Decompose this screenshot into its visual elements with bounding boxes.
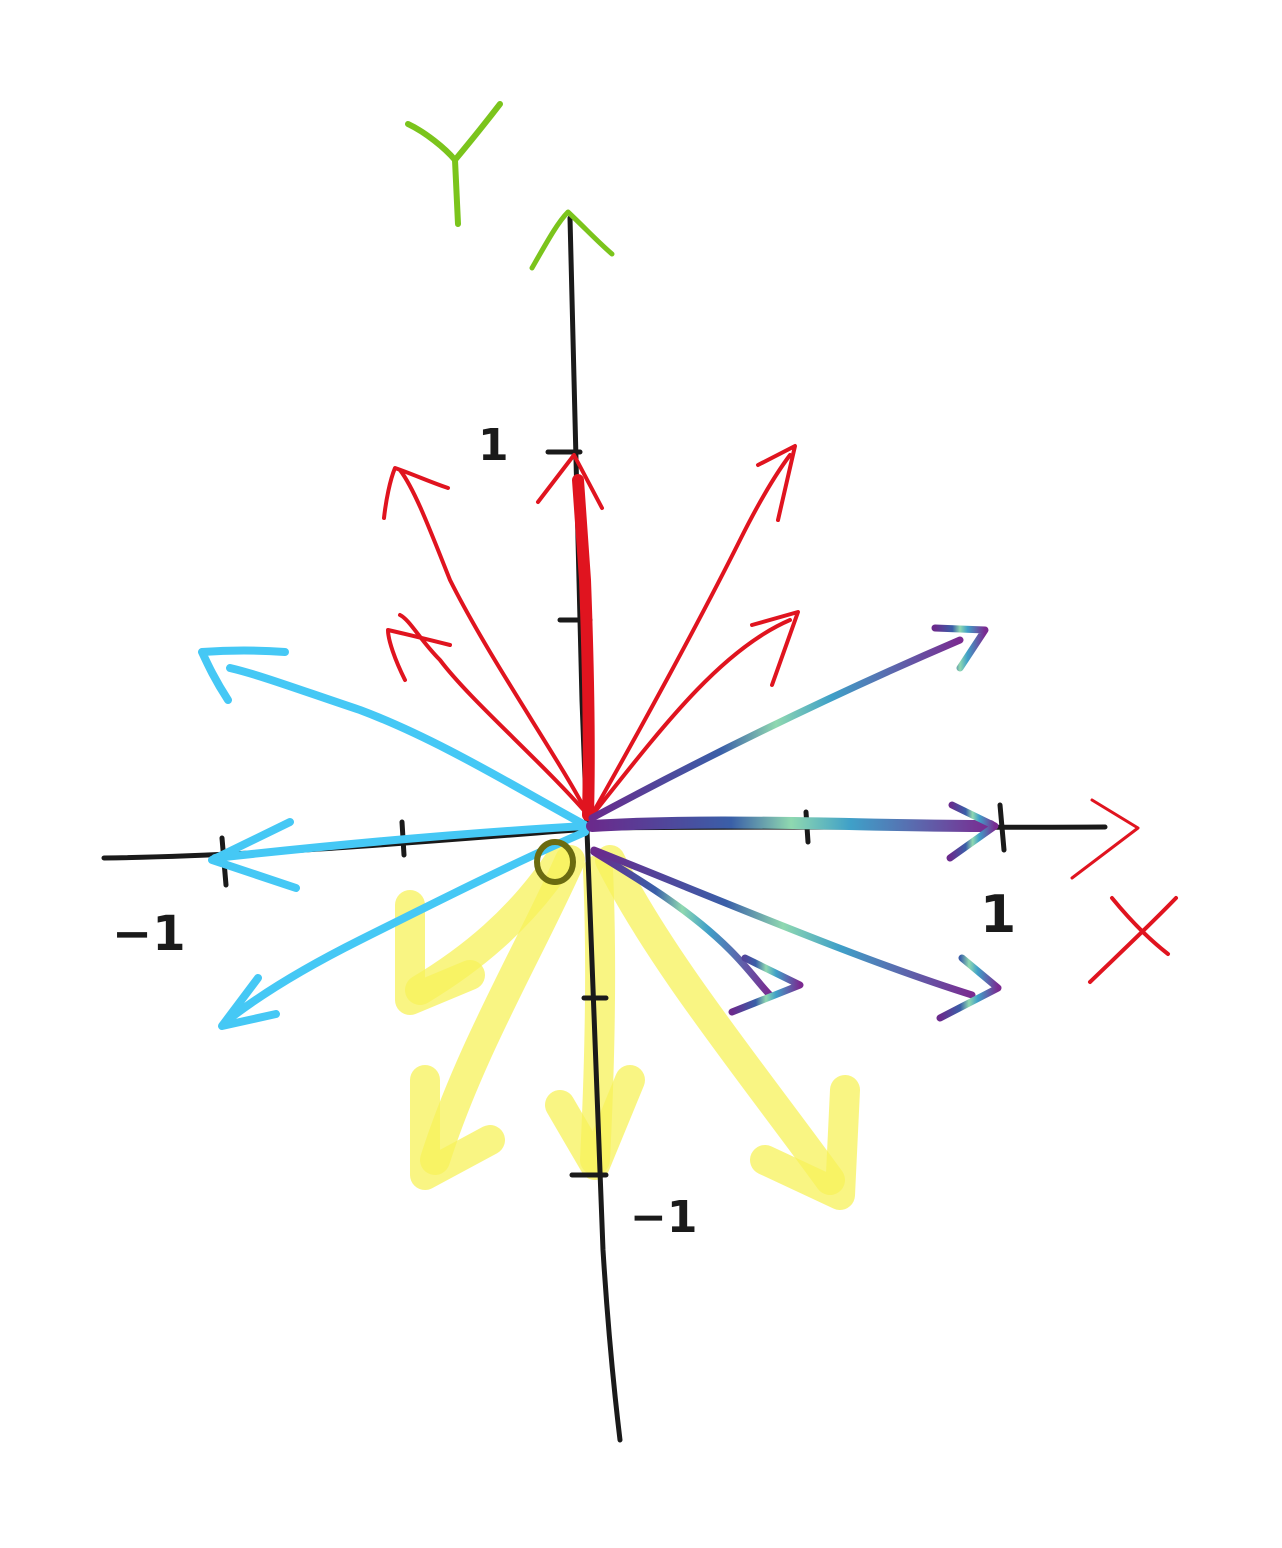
right-vector-2 — [586, 816, 996, 832]
lower-vectors — [395, 845, 860, 1210]
right-vector-3 — [590, 848, 774, 999]
right-vectors — [586, 624, 1002, 1022]
right-vector-3-head — [728, 954, 804, 1016]
origin-mark — [534, 839, 576, 885]
upper-vector-5 — [588, 453, 792, 820]
upper-vector-4 — [588, 618, 792, 820]
right-vector-2-head — [946, 801, 999, 862]
tick-label-y-neg: −1 — [630, 1192, 697, 1243]
left-vector-2-head — [208, 818, 300, 892]
upper-vector-4-head — [750, 610, 800, 687]
left-vector-1-head — [198, 646, 289, 704]
tick-label-y-pos: 1 — [478, 420, 509, 471]
y-axis-arrow-head — [529, 209, 615, 271]
x-axis-label-glyph — [1088, 896, 1178, 984]
upper-vector-1-head — [386, 628, 452, 682]
left-vector-1 — [226, 664, 589, 829]
tick-label-x-pos: 1 — [980, 885, 1016, 945]
upper-vector-3-head — [536, 453, 604, 510]
y-axis — [567, 215, 623, 1443]
upper-vector-5-head — [756, 444, 797, 522]
lower-vector-3-head — [545, 1065, 645, 1180]
right-vector-1 — [588, 636, 964, 822]
left-vector-3 — [224, 828, 589, 1024]
upper-vector-2-head — [382, 466, 450, 520]
lower-vector-2-head — [410, 1065, 505, 1190]
x-axis-arrow-head — [1070, 798, 1140, 880]
tick-x-1 — [997, 802, 1007, 853]
upper-vector-1 — [398, 613, 590, 817]
tick-label-x-neg: −1 — [112, 906, 186, 962]
right-vector-4 — [590, 846, 976, 999]
right-vector-4-head — [936, 954, 1002, 1022]
lower-vector-4 — [595, 845, 845, 1195]
origin-label: 0 — [540, 842, 568, 888]
lower-vector-4-head — [750, 1075, 860, 1210]
right-vector-1-head — [931, 624, 989, 672]
left-vectors — [198, 646, 589, 1030]
upper-vector-3 — [572, 474, 595, 821]
y-axis-label: Y — [429, 127, 497, 232]
lower-vector-1-head — [395, 890, 485, 1015]
lower-vector-2 — [420, 845, 585, 1175]
y-axis-label-glyph — [405, 101, 503, 227]
x-axis-label: X — [1090, 904, 1152, 997]
upper-vector-2 — [398, 468, 590, 817]
upper-vectors — [382, 444, 800, 821]
left-vector-3-head — [218, 974, 280, 1030]
left-vector-2 — [211, 822, 589, 862]
